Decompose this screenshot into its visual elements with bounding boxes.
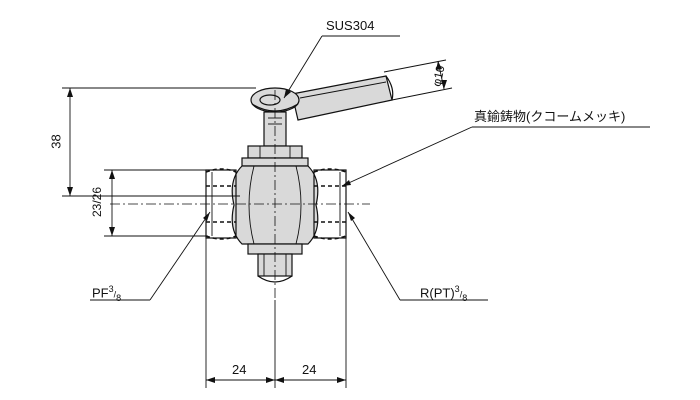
dim-height <box>62 87 256 197</box>
thread-right-num: 3 <box>454 284 460 294</box>
dim-height-text: 38 <box>48 134 64 149</box>
dim-pipe-od-text: 23/26 <box>90 186 105 218</box>
dim-right-length-text: 24 <box>302 362 317 377</box>
leader-rpt <box>347 211 488 301</box>
leader-body-material <box>341 126 650 187</box>
thread-left-den: 8 <box>116 292 122 303</box>
label-thread-left: PF3/8 <box>92 284 122 303</box>
dim-pipe-od <box>104 169 208 237</box>
thread-left-text: PF <box>92 285 109 301</box>
label-sus304: SUS304 <box>326 18 375 33</box>
dim-handle-dia <box>383 59 453 101</box>
thread-left-num: 3 <box>108 284 114 294</box>
label-thread-right: R(PT)3/8 <box>420 284 468 303</box>
dim-bottom <box>205 238 347 388</box>
label-body-material: 真鍮鋳物(クコームメッキ) <box>474 109 626 124</box>
dim-left-length-text: 24 <box>232 362 247 377</box>
thread-right-den: 8 <box>462 292 468 303</box>
thread-right-text: R(PT) <box>420 285 455 301</box>
leader-pf <box>90 211 211 301</box>
leader-sus304 <box>283 35 400 99</box>
